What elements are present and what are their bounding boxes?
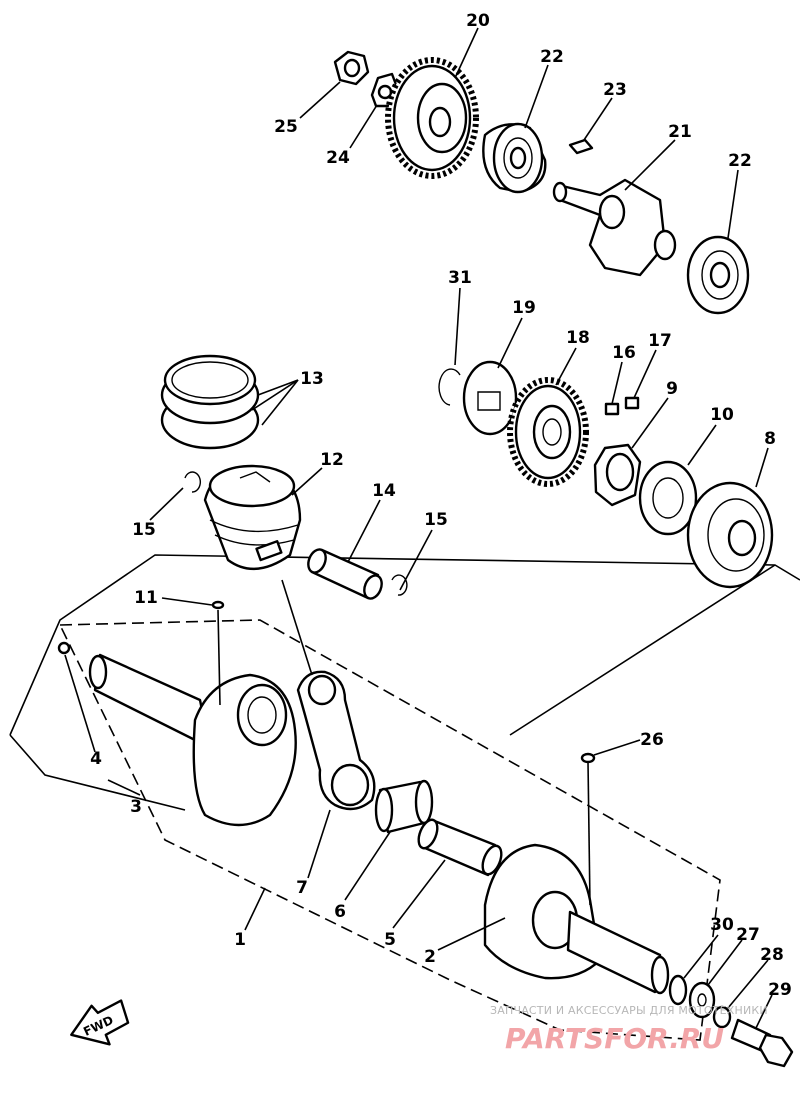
outline-solid-right (509, 564, 776, 736)
part-28-washer (712, 1005, 732, 1029)
watermark: ЗАПЧАСТИ И АКСЕССУАРЫ ДЛЯ МОТОТЕХНИКИ PA… (490, 1004, 768, 1055)
outline-solid-upper (9, 554, 800, 736)
part-20-gear (385, 57, 479, 179)
callout-21: 21 (668, 122, 692, 142)
part-8-bearing (686, 481, 774, 589)
part-29-bolt (730, 1018, 794, 1068)
callout-31: 31 (448, 268, 472, 288)
part-5-crank-pin (417, 818, 503, 877)
part-2-crank-right (483, 843, 670, 995)
part-17-pin (624, 396, 640, 410)
callout-22-upper: 22 (540, 47, 564, 67)
callout-15-right: 15 (424, 510, 448, 530)
fwd-arrow: FWD (70, 999, 130, 1046)
part-18-drive-gear (507, 377, 589, 487)
part-9-collar (593, 443, 642, 507)
callout-7: 7 (296, 878, 308, 898)
callout-1: 1 (234, 930, 246, 950)
part-7-connecting-rod (296, 670, 376, 811)
outline-solid-left (9, 734, 186, 811)
part-16-spring (604, 402, 620, 416)
part-22-bearing-lower (686, 235, 750, 315)
part-15-clip-right (391, 574, 408, 596)
part-13-piston-rings (160, 354, 260, 450)
part-15-clip-left (184, 471, 202, 493)
callout-27: 27 (736, 925, 760, 945)
callout-30: 30 (710, 915, 734, 935)
callout-16: 16 (612, 343, 636, 363)
part-30-o-ring (668, 974, 688, 1006)
assembly-outline-group (9, 554, 800, 1041)
callout-8: 8 (764, 429, 776, 449)
callout-4: 4 (90, 749, 102, 769)
callout-12: 12 (320, 450, 344, 470)
callout-20: 20 (466, 11, 490, 31)
watermark-brand: PARTSFOR.RU (505, 1022, 724, 1055)
part-23-key (568, 138, 594, 155)
callout-23: 23 (603, 80, 627, 100)
callout-25: 25 (274, 117, 298, 137)
part-12-piston (203, 464, 302, 571)
part-6-needle-bearing (374, 779, 434, 834)
watermark-caption: ЗАПЧАСТИ И АКСЕССУАРЫ ДЛЯ МОТОТЕХНИКИ (490, 1004, 768, 1017)
part-25-nut (333, 50, 370, 86)
callout-labels: 20 22 23 25 24 21 22 31 19 18 16 17 9 10… (90, 11, 792, 1000)
callout-15-left: 15 (132, 520, 156, 540)
part-27-washer (688, 981, 716, 1019)
callout-17: 17 (648, 331, 672, 351)
callout-9: 9 (666, 379, 678, 399)
part-4-pin (57, 641, 71, 655)
callout-28: 28 (760, 945, 784, 965)
callout-2: 2 (424, 947, 436, 967)
callout-3: 3 (130, 797, 142, 817)
part-31-circlip (438, 368, 461, 406)
callout-6: 6 (334, 902, 346, 922)
callout-14: 14 (372, 481, 396, 501)
callout-22-lower: 22 (728, 151, 752, 171)
leader-lines (64, 27, 773, 1029)
callout-19: 19 (512, 298, 536, 318)
callout-26: 26 (640, 730, 664, 750)
part-3-crank-left (88, 653, 297, 827)
part-26-key (580, 752, 596, 764)
callout-29: 29 (768, 980, 792, 1000)
callout-5: 5 (384, 930, 396, 950)
part-11-key (211, 600, 225, 610)
callout-11: 11 (134, 588, 158, 608)
part-14-piston-pin (307, 548, 383, 600)
part-22-bearing-upper (482, 122, 547, 194)
callout-10: 10 (710, 405, 734, 425)
part-10-washer (638, 460, 698, 536)
callout-18: 18 (566, 328, 590, 348)
part-21-balancer-shaft (552, 178, 677, 277)
callout-13: 13 (300, 369, 324, 389)
callout-24: 24 (326, 148, 350, 168)
outline-dashed-crank (59, 619, 721, 1041)
